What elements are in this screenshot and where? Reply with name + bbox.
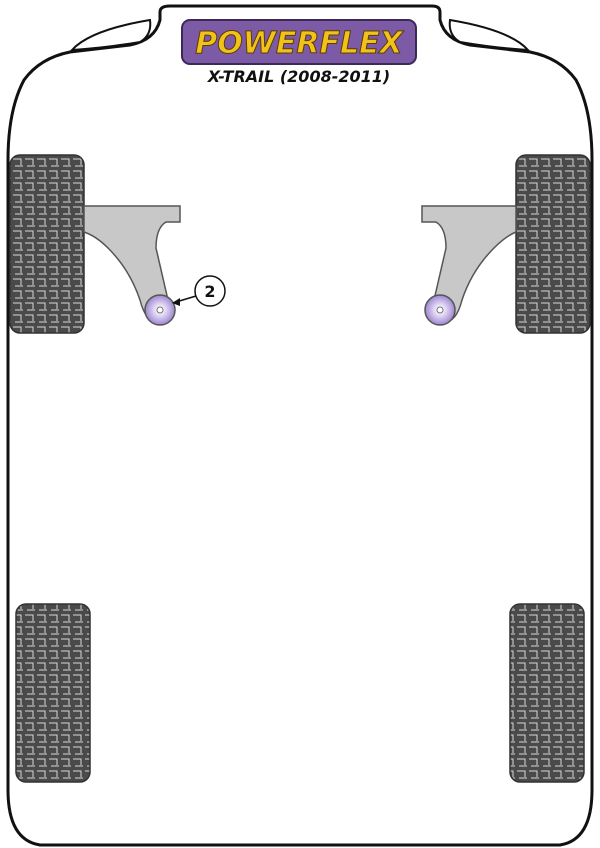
powerflex-logo: POWERFLEX <box>181 19 417 65</box>
right-headlight <box>448 18 531 52</box>
callout-arrowhead <box>172 298 180 306</box>
rear-left-wheel <box>15 603 91 783</box>
callout-2[interactable]: 2 <box>172 275 226 307</box>
logo-text: POWERFLEX <box>195 26 404 61</box>
front-right-wheel <box>515 154 591 334</box>
rear-right-wheel <box>509 603 585 783</box>
left-headlight <box>69 18 152 52</box>
callout-number: 2 <box>204 282 215 301</box>
logo-badge <box>181 19 417 65</box>
front-left-wheel <box>9 154 85 334</box>
right-wishbone-bush[interactable] <box>424 294 456 326</box>
callout-circle <box>194 275 226 307</box>
left-wishbone-bush[interactable] <box>144 294 176 326</box>
car-body-outline <box>6 4 594 847</box>
model-title: X-TRAIL (2008-2011) <box>207 67 390 86</box>
